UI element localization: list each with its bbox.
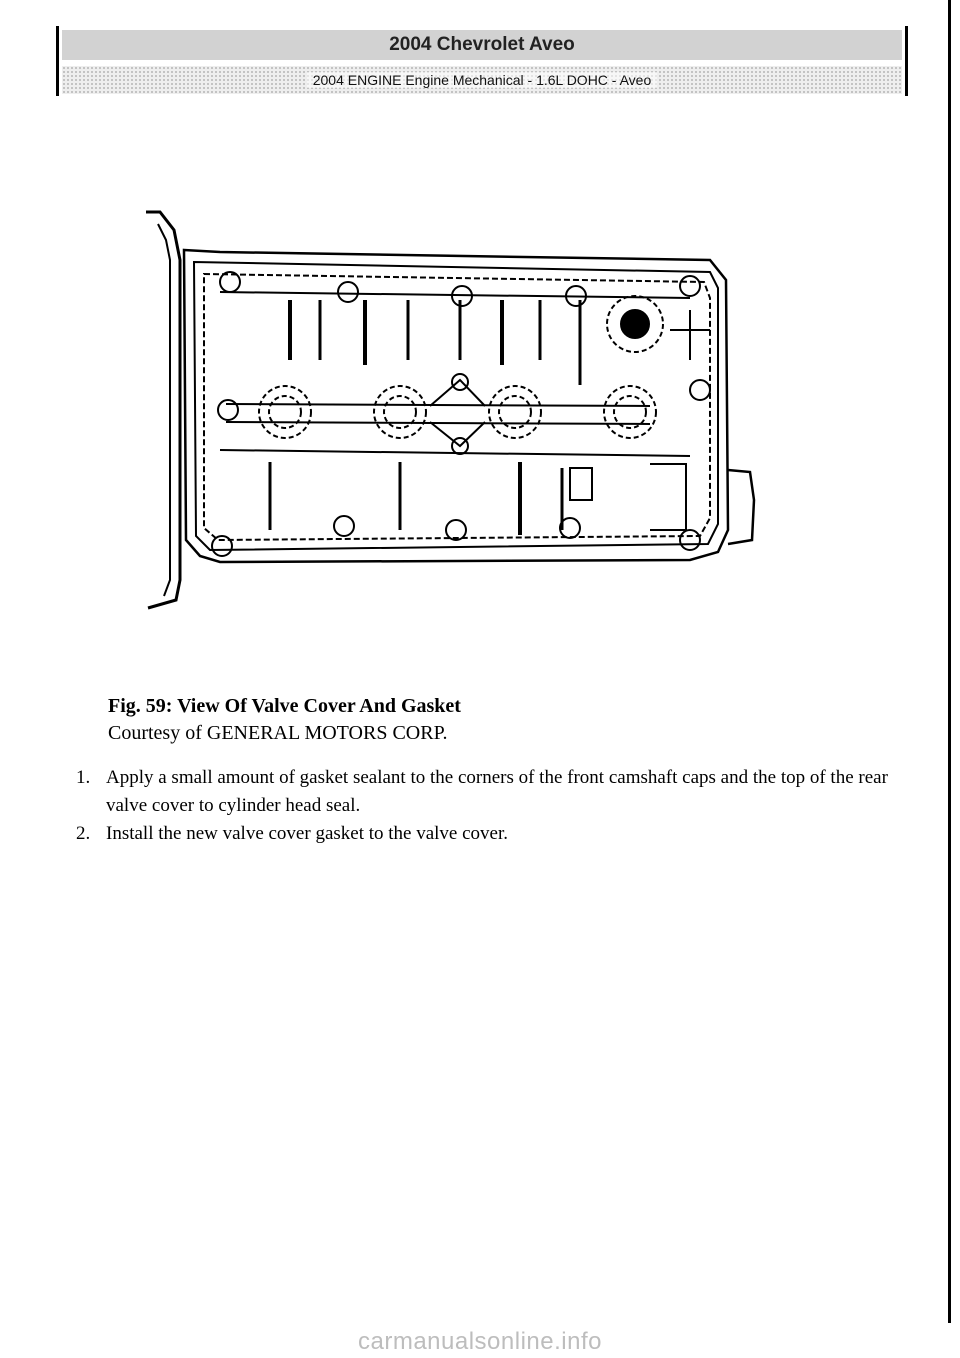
caption-credit: Courtesy of GENERAL MOTORS CORP.: [108, 722, 448, 744]
watermark-text: carmanualsonline.info: [358, 1328, 602, 1355]
caption-title: Fig. 59: View Of Valve Cover And Gasket: [108, 695, 461, 717]
header-title: 2004 Chevrolet Aveo: [62, 30, 902, 60]
valve-cover-drawing-icon: [146, 210, 756, 610]
header-right-border: [905, 26, 908, 96]
header-left-border: [56, 26, 59, 96]
step-number: 1.: [76, 767, 91, 788]
header-subtitle-bar: 2004 ENGINE Engine Mechanical - 1.6L DOH…: [62, 66, 902, 94]
figure-caption: Fig. 59: View Of Valve Cover And Gasket …: [108, 693, 461, 747]
document-header: 2004 Chevrolet Aveo 2004 ENGINE Engine M…: [56, 26, 908, 96]
header-subtitle: 2004 ENGINE Engine Mechanical - 1.6L DOH…: [306, 72, 658, 88]
step-text: Apply a small amount of gasket sealant t…: [106, 767, 888, 816]
step-number: 2.: [76, 823, 91, 844]
step-item: 1. Apply a small amount of gasket sealan…: [76, 764, 896, 820]
procedure-steps: 1. Apply a small amount of gasket sealan…: [76, 764, 896, 848]
page-border: [948, 0, 951, 1323]
step-item: 2. Install the new valve cover gasket to…: [76, 820, 896, 848]
watermark: carmanualsonline.info: [0, 1326, 960, 1358]
step-text: Install the new valve cover gasket to th…: [106, 823, 509, 844]
